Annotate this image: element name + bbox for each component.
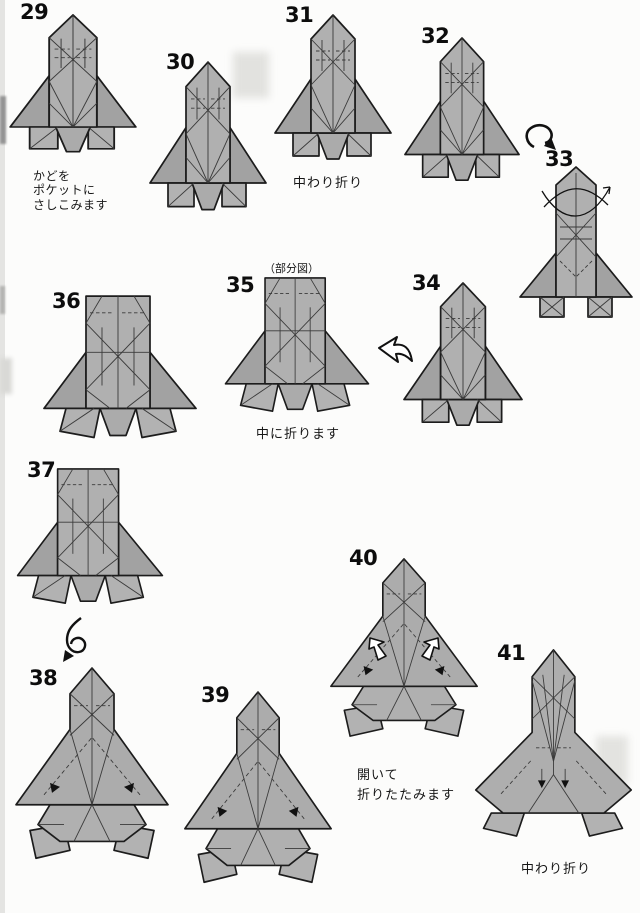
turn-over-icon [63, 617, 87, 662]
step-30-figure [149, 61, 267, 211]
step-38-figure [15, 667, 169, 860]
step-32-figure [404, 37, 520, 182]
step-29-number: 29 [20, 0, 49, 24]
step-34-number: 34 [412, 271, 441, 295]
step-31-number: 31 [285, 3, 314, 27]
step-33-figure [519, 166, 633, 318]
step-38-number: 38 [29, 666, 58, 690]
scan-artifact [0, 286, 5, 314]
scan-edge-strip [0, 0, 5, 913]
step-41-figure [474, 649, 633, 837]
step-29-figure [9, 13, 137, 153]
step-29-caption: かどを ポケットに さしこみます [33, 169, 109, 212]
step-34-figure [403, 282, 523, 427]
step-31-caption: 中わり折り [293, 176, 364, 191]
step-35-caption: 中に折ります [256, 427, 341, 442]
step-35-note: （部分図） [264, 262, 319, 275]
step-40-number: 40 [349, 546, 378, 570]
scan-artifact [0, 96, 6, 144]
step-36-figure [43, 295, 197, 439]
step-39-figure [184, 691, 332, 884]
step-39-number: 39 [201, 683, 230, 707]
step-36-number: 36 [52, 289, 81, 313]
step-30-number: 30 [166, 50, 195, 74]
step-37-number: 37 [27, 458, 56, 482]
step-31-figure [274, 14, 392, 160]
step-41-caption: 中わり折り [521, 862, 592, 877]
step-37-figure [16, 468, 164, 604]
step-35-number: 35 [226, 273, 255, 297]
step-40-caption: 開いて 折りたたみます [357, 768, 456, 804]
push-arrow-icon [368, 637, 440, 661]
rotate-icon [525, 123, 556, 150]
step-35-figure [224, 277, 370, 413]
partial-view-arrow-icon [378, 336, 413, 363]
step-33-number: 33 [545, 147, 574, 171]
scan-artifact [0, 358, 12, 394]
step-41-number: 41 [497, 641, 526, 665]
step-32-number: 32 [421, 24, 450, 48]
